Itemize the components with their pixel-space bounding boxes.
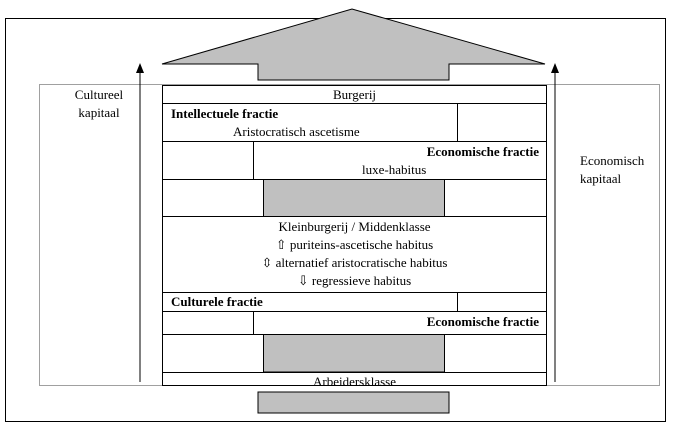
middle-class-box: Kleinburgerij / Middenklasse ⇧ puriteins… (162, 216, 547, 293)
cultural-fraction-label: Culturele fractie (171, 294, 263, 309)
cultural-fraction-box: Culturele fractie (162, 292, 458, 312)
economic-fraction-side-cell (162, 141, 254, 180)
economic-capital-arrowhead (551, 63, 559, 73)
gap-left-cell (162, 179, 264, 217)
economic-capital-label-line1: Economisch (580, 153, 645, 168)
puritan-habitus-label: ⇧ puriteins-ascetische habitus (275, 237, 434, 252)
lower-class-title: Arbeidersklasse (312, 374, 397, 386)
economic-capital-label-line2: kapitaal (580, 171, 622, 186)
cultural-capital-label-line1: Cultureel (74, 87, 124, 102)
arrow-shaft-upper (262, 178, 446, 218)
cultural-capital-label: Cultureel kapitaal (62, 86, 136, 122)
economic-fraction-box: Economische fractie luxe-habitus (253, 141, 547, 180)
arrow-shaft-bottom (257, 391, 450, 414)
cultural-capital-label-line2: kapitaal (78, 105, 120, 120)
alternative-habitus-label: ⇳ alternatief aristocratische habitus (261, 255, 448, 270)
upper-class-title: Burgerij (332, 87, 377, 102)
cultural-fraction-side-cell (457, 292, 547, 312)
intellectual-fraction-label: Intellectuele fractie (171, 106, 279, 121)
arrow-shaft-lower (262, 333, 446, 373)
upper-class-box: Burgerij (162, 85, 547, 104)
middle-economic-side-cell (162, 311, 254, 335)
lower-gap-right-cell (444, 334, 547, 373)
lower-class-box: Arbeidersklasse (162, 372, 547, 386)
upward-arrow-head (161, 8, 546, 81)
middle-economic-fraction-box: Economische fractie (253, 311, 547, 335)
cultural-capital-arrowhead (136, 63, 144, 73)
gap-right-cell (444, 179, 547, 217)
economic-habitus-label: luxe-habitus (362, 162, 427, 177)
intellectual-fraction-box: Intellectuele fractie Aristocratisch asc… (162, 103, 458, 142)
regressive-habitus-label: ⇩ regressieve habitus (297, 273, 412, 288)
economic-fraction-label: Economische fractie (426, 144, 539, 159)
middle-class-title: Kleinburgerij / Middenklasse (278, 219, 431, 234)
middle-economic-fraction-label: Economische fractie (426, 314, 539, 329)
intellectual-fraction-side-cell (457, 103, 547, 142)
intellectual-habitus-label: Aristocratisch ascetisme (233, 124, 360, 139)
lower-gap-left-cell (162, 334, 264, 373)
economic-capital-label: Economisch kapitaal (580, 152, 665, 188)
